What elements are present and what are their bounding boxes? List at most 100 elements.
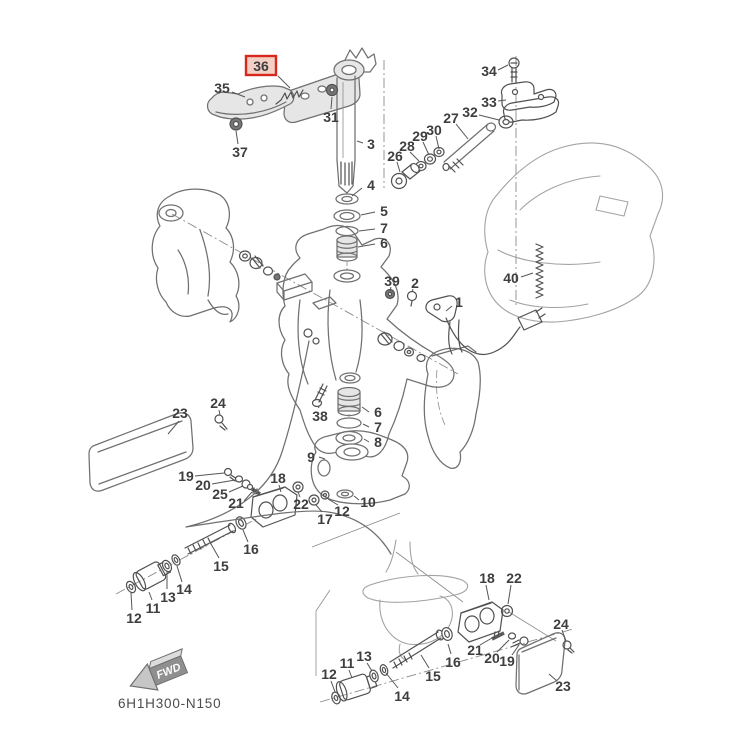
part-label-32[interactable]: 32 xyxy=(462,104,478,120)
left-transom-bracket xyxy=(151,188,240,323)
part-label-19[interactable]: 19 xyxy=(178,468,194,484)
engine-cowling-silhouette xyxy=(484,142,664,323)
leader-line xyxy=(218,409,221,416)
part-label-9[interactable]: 9 xyxy=(307,449,315,465)
anode-plate-left xyxy=(88,412,194,492)
part-label-12[interactable]: 12 xyxy=(126,610,142,626)
leader-line xyxy=(330,96,333,110)
leader-line xyxy=(445,305,453,312)
leader-line xyxy=(411,288,414,293)
clamp-screw xyxy=(508,57,520,83)
part-label-11[interactable]: 11 xyxy=(340,655,355,671)
part-label-39[interactable]: 39 xyxy=(384,273,400,289)
tilt-tube-bushing-26 xyxy=(390,162,421,190)
leader-line xyxy=(520,272,534,278)
part-label-15[interactable]: 15 xyxy=(213,558,229,574)
part-label-19[interactable]: 19 xyxy=(499,653,515,669)
part-label-26[interactable]: 26 xyxy=(387,148,403,164)
part-label-24[interactable]: 24 xyxy=(553,616,569,632)
part-label-36[interactable]: 36 xyxy=(253,58,269,74)
part-label-25[interactable]: 25 xyxy=(212,486,228,502)
leader-line xyxy=(277,75,291,89)
leader-line xyxy=(318,456,326,460)
tilt-rod xyxy=(442,122,497,173)
part-label-1[interactable]: 1 xyxy=(455,294,463,310)
part-label-14[interactable]: 14 xyxy=(394,688,410,704)
part-label-13[interactable]: 13 xyxy=(356,648,372,664)
anode-plate-right xyxy=(515,632,566,695)
leader-line xyxy=(507,584,512,605)
part-label-7[interactable]: 7 xyxy=(380,220,388,236)
part-label-2[interactable]: 2 xyxy=(411,275,419,291)
part-label-10[interactable]: 10 xyxy=(360,494,376,510)
leader-line xyxy=(242,529,249,543)
part-label-37[interactable]: 37 xyxy=(232,144,248,160)
leader-line xyxy=(366,662,373,672)
part-label-16[interactable]: 16 xyxy=(243,541,259,557)
part-label-8[interactable]: 8 xyxy=(374,434,382,450)
part-label-40[interactable]: 40 xyxy=(503,270,519,286)
part-label-16[interactable]: 16 xyxy=(445,654,461,670)
part-label-18[interactable]: 18 xyxy=(479,570,495,586)
part-label-38[interactable]: 38 xyxy=(312,408,328,424)
part-label-3[interactable]: 3 xyxy=(367,136,375,152)
leader-line xyxy=(243,491,253,502)
leader-line xyxy=(548,673,558,682)
part-label-34[interactable]: 34 xyxy=(481,63,497,79)
part-label-6[interactable]: 6 xyxy=(374,404,382,420)
part-label-21[interactable]: 21 xyxy=(228,495,244,511)
leader-line xyxy=(396,161,401,173)
part-label-23[interactable]: 23 xyxy=(555,678,571,694)
part-label-33[interactable]: 33 xyxy=(481,94,497,110)
part-label-11[interactable]: 11 xyxy=(146,600,161,616)
leader-line xyxy=(422,141,430,156)
part-label-18[interactable]: 18 xyxy=(270,470,286,486)
clamp-bracket-assembly xyxy=(500,81,560,123)
part-label-29[interactable]: 29 xyxy=(412,128,428,144)
part-label-14[interactable]: 14 xyxy=(176,581,192,597)
trim-hardware-right xyxy=(491,604,529,648)
part-label-22[interactable]: 22 xyxy=(293,496,309,512)
part-label-5[interactable]: 5 xyxy=(380,203,388,219)
part-label-35[interactable]: 35 xyxy=(214,80,230,96)
leader-line xyxy=(358,228,376,232)
part-label-31[interactable]: 31 xyxy=(323,109,339,125)
part-label-7[interactable]: 7 xyxy=(374,419,382,435)
part-label-28[interactable]: 28 xyxy=(399,138,415,154)
leader-line xyxy=(297,491,301,498)
part-label-21[interactable]: 21 xyxy=(467,642,483,658)
fwd-arrow: FWD xyxy=(129,648,189,691)
leader-line xyxy=(211,479,236,485)
tilt-spring xyxy=(535,243,544,299)
leader-line xyxy=(315,504,323,513)
part-label-15[interactable]: 15 xyxy=(425,668,441,684)
sender-cable xyxy=(445,307,546,355)
part-label-20[interactable]: 20 xyxy=(195,477,211,493)
part-label-22[interactable]: 22 xyxy=(506,570,522,586)
part-label-27[interactable]: 27 xyxy=(443,110,459,126)
construction-lines xyxy=(115,56,574,703)
part-label-30[interactable]: 30 xyxy=(426,122,442,138)
part-label-17[interactable]: 17 xyxy=(317,511,333,527)
lower-damper-stack xyxy=(335,386,363,446)
anode-screw-left xyxy=(214,414,228,431)
part-label-12[interactable]: 12 xyxy=(321,666,337,682)
highlight-box xyxy=(244,54,278,77)
hook-spring xyxy=(275,89,304,105)
leader-line xyxy=(561,629,567,642)
part-label-23[interactable]: 23 xyxy=(172,405,188,421)
part-label-24[interactable]: 24 xyxy=(210,395,226,411)
midsection-silhouette xyxy=(362,539,469,661)
part-label-13[interactable]: 13 xyxy=(160,589,176,605)
part-label-6[interactable]: 6 xyxy=(380,235,388,251)
part-label-12[interactable]: 12 xyxy=(334,503,350,519)
part-label-4[interactable]: 4 xyxy=(367,177,375,193)
lower-mount-left xyxy=(125,516,247,594)
leader-line xyxy=(228,485,244,493)
part-label-20[interactable]: 20 xyxy=(484,650,500,666)
leader-line xyxy=(496,639,510,653)
part-number: 6H1H300-N150 xyxy=(118,696,221,711)
